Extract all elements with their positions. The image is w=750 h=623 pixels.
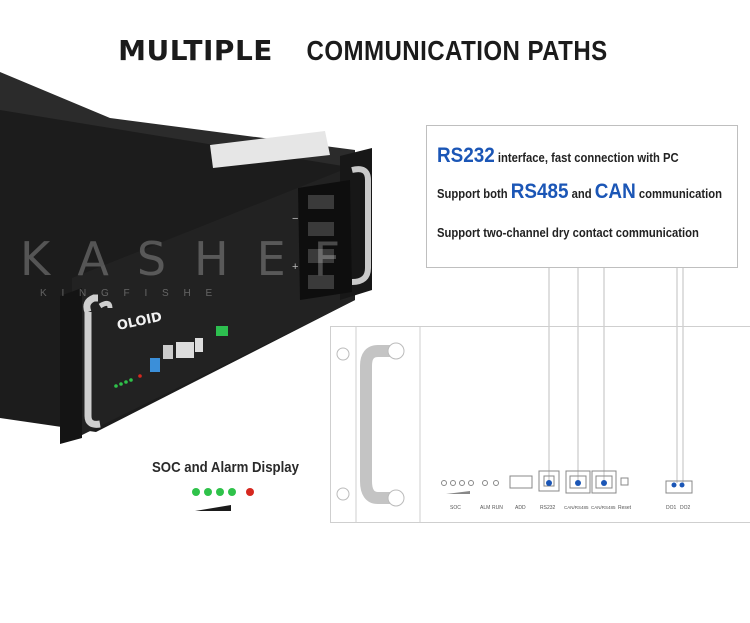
- label-do1: DO1: [666, 505, 677, 511]
- svg-text:−: −: [292, 213, 298, 225]
- soc-led-2: [204, 488, 212, 496]
- left-handle: [83, 294, 101, 428]
- callout-line-dry-contact: Support two-channel dry contact communic…: [437, 226, 699, 240]
- label-can-1: CAN/RS485: [564, 505, 589, 510]
- title-rest: COMMUNICATION PATHS: [306, 35, 608, 66]
- title-bold: MULTIPLE: [118, 34, 273, 67]
- can-highlight: CAN: [594, 180, 636, 203]
- label-rs232: RS232: [540, 505, 556, 511]
- watermark: KASHEF: [20, 232, 369, 286]
- svg-text:+: +: [292, 261, 298, 273]
- right-handle: [351, 166, 371, 285]
- label-do2: DO2: [680, 505, 691, 511]
- front-panel-drawing: SOC ALM RUN ADD RS232 CAN/RS485 CAN/RS48…: [330, 326, 750, 523]
- callout-line-rs232: RS232 interface, fast connection with PC: [437, 144, 679, 167]
- battery-device-illustration: − + OLOID: [0, 72, 372, 444]
- soc-led-row: [190, 488, 270, 500]
- alarm-led: [246, 488, 254, 496]
- spec-label-sticker: [210, 131, 330, 168]
- label-run: RUN: [492, 505, 503, 511]
- soc-alarm-title: SOC and Alarm Display: [152, 459, 299, 476]
- label-can-2: CAN/RS485: [591, 505, 616, 510]
- page-title: MULTIPLE COMMUNICATION PATHS: [0, 34, 750, 68]
- rs485-highlight: RS485: [510, 180, 569, 203]
- watermark-sub: K I N G F I S H E: [40, 288, 219, 299]
- soc-led-4: [228, 488, 236, 496]
- soc-level-wedge: [195, 505, 231, 511]
- feature-callout: RS232 interface, fast connection with PC…: [426, 125, 738, 268]
- soc-led-1: [192, 488, 200, 496]
- rs232-highlight: RS232: [437, 144, 495, 167]
- label-soc: SOC: [450, 505, 461, 511]
- callout-line-rs485-can: Support both RS485 and CAN communication: [437, 180, 722, 203]
- label-alm: ALM: [480, 505, 490, 511]
- label-add: ADD: [515, 505, 526, 511]
- soc-led-3: [216, 488, 224, 496]
- label-reset: Reset: [618, 505, 632, 511]
